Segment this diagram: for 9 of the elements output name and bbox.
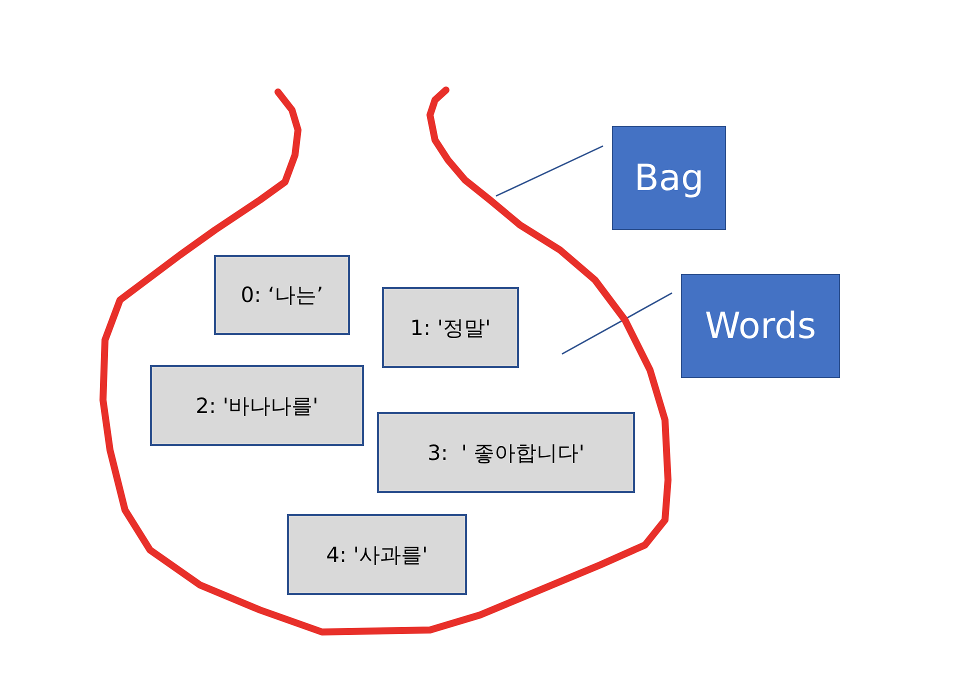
word-box: 1: '정말' <box>382 287 519 368</box>
word-box: 3: ' 좋아합니다' <box>377 412 635 493</box>
word-box: 2: '바나나를' <box>150 365 364 446</box>
word-box: 4: '사과를' <box>287 514 467 595</box>
leader-line <box>562 292 672 355</box>
leader-line <box>496 145 604 197</box>
label-box: Bag <box>612 126 726 230</box>
word-box: 0: ‘나는’ <box>214 255 350 335</box>
label-box: Words <box>681 274 840 378</box>
